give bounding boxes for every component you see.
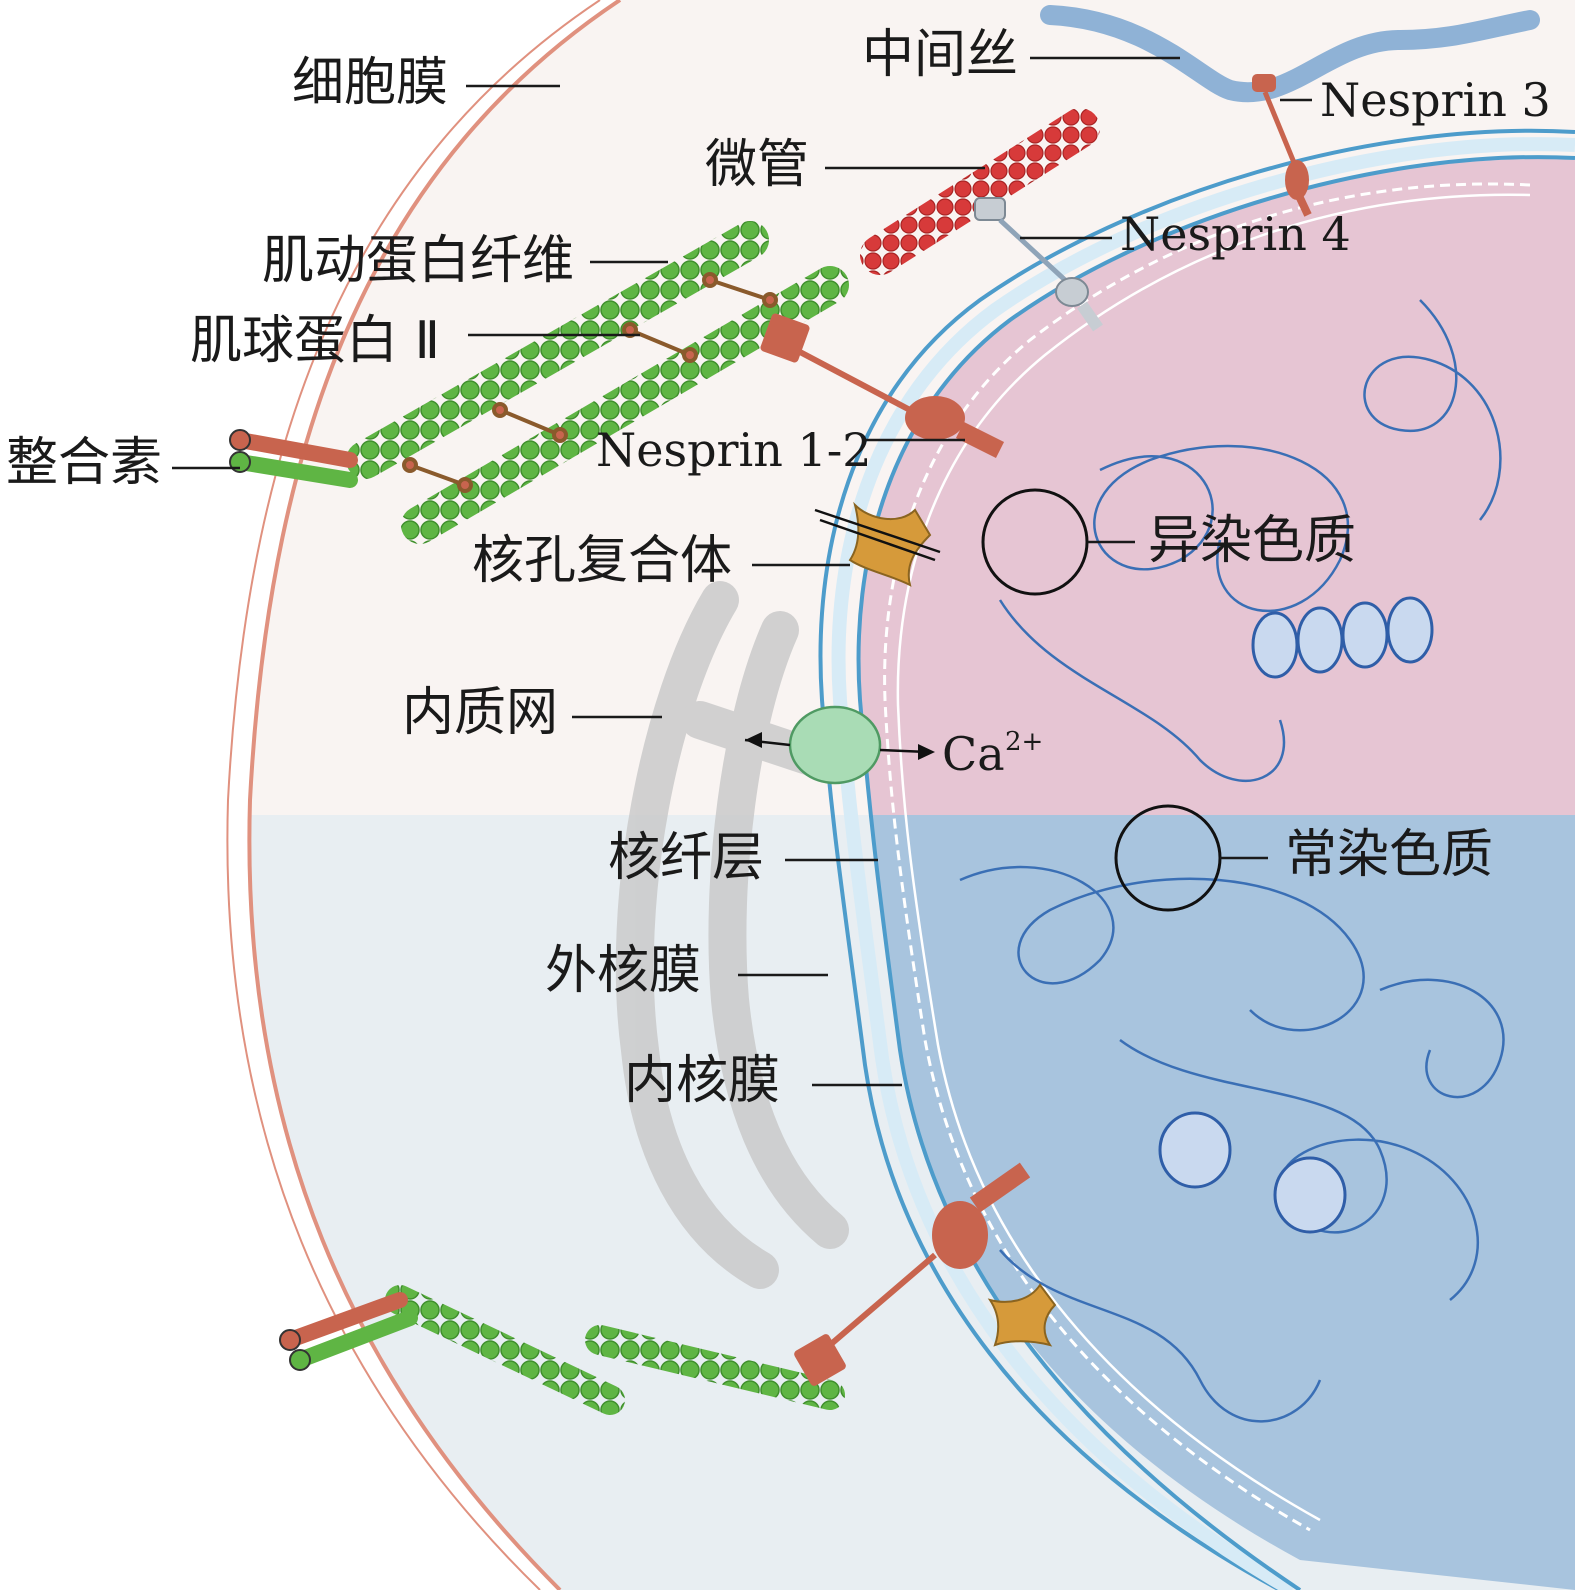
- actin-filament-bottom: [385, 1285, 845, 1415]
- inner-nuclear-membrane: [856, 155, 1575, 1590]
- integrin-top: [229, 429, 358, 488]
- label-microtubule: 微管: [705, 135, 809, 195]
- label-heterochromatin: 异染色质: [1148, 511, 1356, 571]
- nesprin12-bottom: [794, 1162, 1031, 1386]
- cell-membrane: [226, 0, 622, 1590]
- leader-lines: [172, 56, 1312, 1087]
- label-myosin2: 肌球蛋白 Ⅱ: [190, 311, 440, 371]
- heterochromatin-circle: [981, 488, 1089, 596]
- label-er: 内质网: [402, 683, 558, 743]
- intermediate-filament: [1040, 5, 1540, 103]
- label-nesprin3: Nesprin 3: [1320, 73, 1551, 127]
- npc-top: [814, 501, 941, 587]
- label-intermediate-filament: 中间丝: [862, 25, 1018, 85]
- nesprin4: [974, 197, 1103, 332]
- npc-bottom: [987, 1283, 1057, 1347]
- outer-nuclear-membrane: [818, 128, 1575, 1590]
- label-npc: 核孔复合体: [472, 531, 732, 591]
- label-integrin: 整合素: [6, 433, 162, 493]
- integrin-bottom: [279, 1292, 418, 1371]
- myosin-ii: [402, 272, 778, 493]
- label-nesprin4: Nesprin 4: [1120, 207, 1351, 261]
- labels: 细胞膜 中间丝 Nesprin 3 微管 Nesprin 4 肌动蛋白纤维 肌球…: [6, 25, 1551, 1111]
- label-actin-filament: 肌动蛋白纤维: [262, 231, 574, 291]
- label-cell-membrane: 细胞膜: [292, 53, 448, 113]
- nesprin12-top: [760, 313, 1005, 459]
- actin-filaments: [346, 221, 849, 544]
- calcium-channel: [744, 705, 935, 785]
- label-onm: 外核膜: [545, 941, 701, 1001]
- label-nesprin12: Nesprin 1-2: [596, 423, 872, 477]
- label-euchromatin: 常染色质: [1285, 825, 1493, 885]
- label-calcium-charge: 2+: [1005, 727, 1043, 757]
- label-inm: 内核膜: [624, 1051, 780, 1111]
- label-lamina: 核纤层: [608, 828, 764, 888]
- microtubule: [860, 108, 1100, 275]
- nucleosomes: [1158, 596, 1434, 1234]
- label-calcium: Ca: [942, 727, 1005, 781]
- nesprin3: [1252, 74, 1312, 217]
